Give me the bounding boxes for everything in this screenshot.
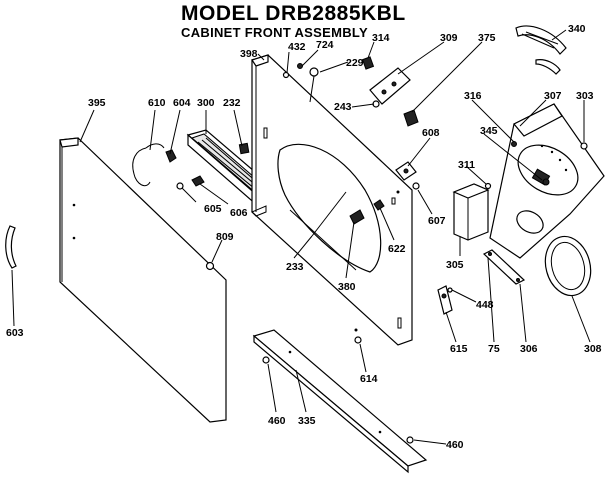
callout-232: 232	[223, 97, 241, 109]
part-232	[238, 142, 250, 155]
callout-395: 395	[88, 97, 106, 109]
part-bracket-608	[395, 161, 417, 181]
callout-311: 311	[458, 159, 475, 171]
callout-460-right: 460	[446, 439, 464, 451]
callout-448: 448	[476, 299, 494, 311]
callout-610: 610	[148, 97, 166, 109]
callout-243: 243	[334, 101, 352, 113]
part-door-switch	[361, 56, 411, 105]
part-latch-assembly	[311, 191, 385, 237]
part-cabinet-front	[251, 54, 413, 346]
part-screw-311	[484, 182, 492, 190]
callout-724: 724	[316, 39, 334, 51]
callout-335: 335	[298, 415, 316, 427]
callout-605: 605	[204, 203, 222, 215]
callout-305: 305	[446, 259, 464, 271]
part-kick-plate	[252, 329, 428, 474]
callout-308: 308	[584, 343, 602, 355]
part-clip-615	[437, 285, 453, 315]
callout-229: 229	[346, 57, 364, 69]
callout-604: 604	[173, 97, 191, 109]
part-top-fasteners	[282, 63, 319, 103]
callout-labels: 395 610 604 300 232 398 432 724 229 314 …	[6, 23, 602, 451]
part-screw-614	[354, 336, 362, 344]
callout-307: 307	[544, 90, 562, 102]
part-clip-604	[165, 149, 177, 163]
callout-607: 607	[428, 215, 446, 227]
callout-303: 303	[576, 90, 594, 102]
callout-809: 809	[216, 231, 234, 243]
part-lamp-lens	[515, 25, 567, 75]
part-switch-375	[403, 109, 419, 127]
callout-316: 316	[464, 90, 482, 102]
callout-460-left: 460	[268, 415, 286, 427]
part-screw-809	[205, 261, 215, 271]
callout-615: 615	[450, 343, 468, 355]
callout-345: 345	[480, 125, 498, 137]
part-box-305	[452, 183, 490, 241]
assembly-subtitle: CABINET FRONT ASSEMBLY	[181, 25, 368, 40]
part-screw-303	[580, 142, 588, 150]
callout-375: 375	[478, 32, 496, 44]
callout-432: 432	[288, 41, 306, 53]
part-seal-ring	[544, 235, 592, 297]
part-sensors-316-345	[511, 141, 550, 186]
part-handle	[5, 225, 17, 269]
callout-614: 614	[360, 373, 378, 385]
callout-603: 603	[6, 327, 24, 339]
part-wire-harness	[132, 143, 165, 187]
callout-608: 608	[422, 127, 440, 139]
callout-306: 306	[520, 343, 538, 355]
part-bracket-306	[482, 249, 526, 285]
part-screws-605-606	[176, 175, 205, 190]
callout-314: 314	[372, 32, 390, 44]
leader-lines	[11, 29, 591, 445]
part-front-panel	[59, 137, 227, 423]
callout-380: 380	[338, 281, 356, 293]
callout-300: 300	[197, 97, 215, 109]
callout-622: 622	[388, 243, 406, 255]
part-screw-607	[412, 182, 420, 190]
model-title: MODEL DRB2885KBL	[181, 2, 406, 25]
callout-309: 309	[440, 32, 458, 44]
callout-75: 75	[488, 343, 500, 355]
callout-606: 606	[230, 207, 248, 219]
callout-233: 233	[286, 261, 304, 273]
part-screws-460	[262, 356, 414, 444]
callout-398: 398	[240, 48, 258, 60]
callout-340: 340	[568, 23, 586, 35]
